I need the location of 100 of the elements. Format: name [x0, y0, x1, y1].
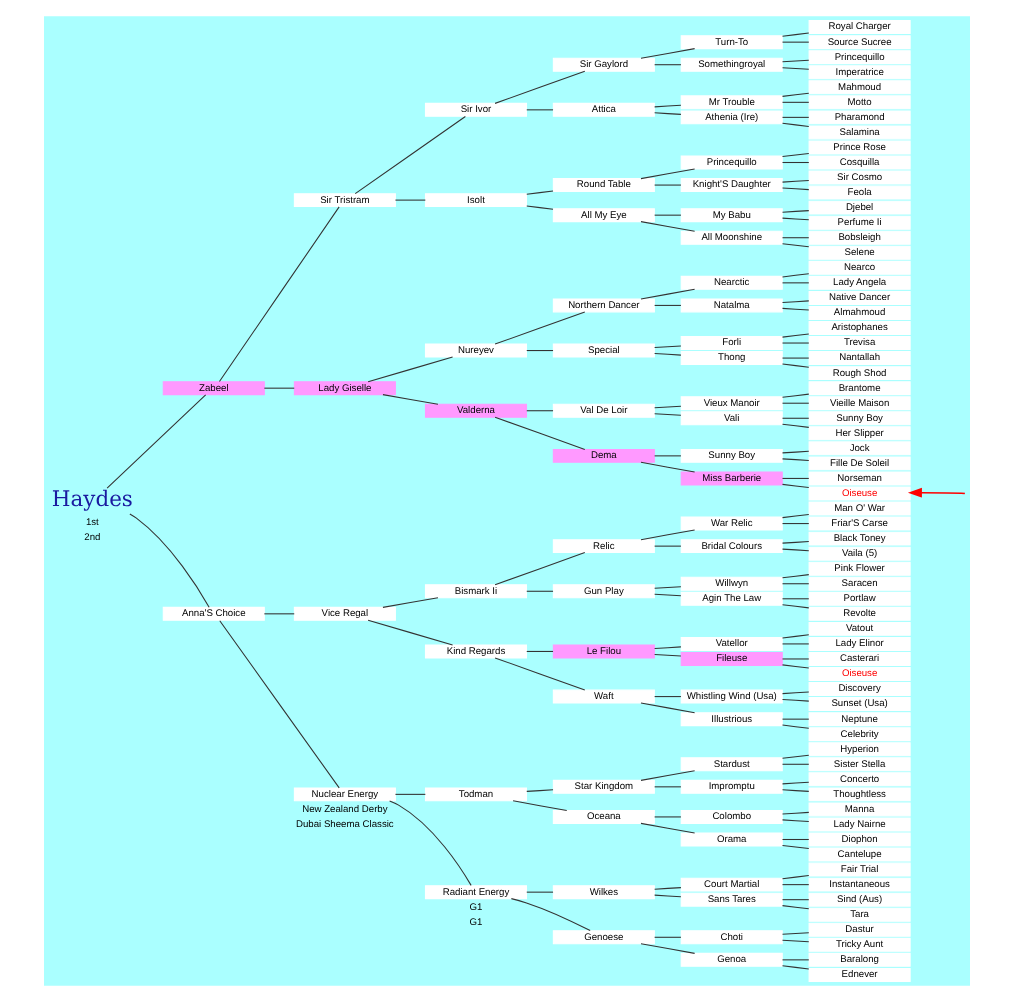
connector: [382, 394, 439, 405]
connector: [781, 67, 810, 70]
connector: [781, 643, 810, 645]
connector: [781, 965, 810, 970]
connector: [640, 168, 696, 180]
connector: [781, 101, 810, 103]
connector: [526, 650, 554, 652]
connector: [781, 875, 810, 880]
connector: [510, 898, 591, 932]
connector: [781, 789, 810, 792]
connector: [654, 887, 682, 890]
connector: [781, 273, 810, 278]
connector: [781, 699, 810, 702]
connector: [781, 598, 810, 600]
connector: [654, 413, 682, 416]
connector: [781, 237, 810, 239]
connector: [218, 206, 340, 382]
connector: [382, 597, 439, 608]
connector: [219, 620, 340, 789]
connector: [781, 210, 810, 213]
connector: [781, 41, 810, 43]
connector: [654, 214, 682, 216]
connector: [781, 884, 810, 886]
connector: [106, 394, 207, 489]
connector: [654, 405, 682, 409]
connector: [654, 894, 682, 898]
connector: [640, 822, 696, 834]
connector: [781, 574, 810, 579]
connector: [781, 724, 810, 729]
connector: [654, 455, 682, 457]
connector: [654, 936, 682, 938]
connector: [781, 59, 810, 63]
connector: [781, 423, 810, 428]
connector: [781, 307, 810, 311]
connector: [781, 959, 810, 961]
connector: [781, 417, 810, 419]
connector: [781, 32, 810, 37]
connector: [640, 529, 696, 541]
connector: [640, 461, 696, 473]
connector: [781, 754, 810, 759]
connector: [494, 657, 586, 691]
connector: [781, 763, 810, 765]
connector: [654, 184, 682, 186]
connector: [263, 613, 295, 615]
arrow: [907, 487, 966, 498]
connector: [781, 217, 810, 221]
connector: [781, 838, 810, 841]
connector: [640, 48, 696, 59]
connector: [654, 353, 682, 356]
connector: [781, 357, 810, 359]
connector: [526, 891, 554, 893]
connector: [654, 304, 682, 306]
connector: [526, 590, 554, 592]
connector: [781, 92, 810, 97]
connector: [781, 180, 810, 183]
connector: [781, 458, 810, 461]
connector: [654, 696, 682, 698]
connector: [781, 819, 810, 822]
connector: [494, 311, 586, 345]
node-text: Haydes: [51, 486, 133, 513]
connector: [781, 152, 810, 158]
connector: [654, 64, 682, 66]
connector: [526, 205, 554, 210]
connector: [781, 342, 810, 344]
connector: [640, 943, 696, 954]
connector: [781, 541, 810, 544]
connector: [389, 800, 472, 886]
connector: [781, 523, 810, 525]
connector: [781, 116, 810, 118]
connector: [526, 109, 554, 111]
connector: [654, 646, 682, 649]
connector: [781, 363, 810, 368]
connector: [367, 356, 454, 383]
connector: [781, 282, 810, 284]
connector: [526, 410, 554, 412]
connector: [494, 552, 586, 586]
connector: [781, 658, 810, 660]
connector: [494, 70, 586, 104]
connector: [781, 634, 810, 639]
connector: [526, 190, 554, 195]
connector: [781, 450, 810, 454]
connector: [494, 416, 586, 450]
connector: [640, 221, 696, 232]
connector: [781, 811, 810, 815]
connector: [781, 243, 810, 248]
connector: [654, 345, 682, 349]
connector: [781, 939, 810, 943]
connector: [263, 387, 295, 389]
connector: [367, 619, 454, 646]
connector: [526, 789, 554, 792]
connector: [129, 513, 210, 608]
connector: [781, 393, 810, 398]
connector: [526, 350, 554, 352]
connector: [781, 161, 810, 164]
connector: [654, 112, 682, 115]
connector: [781, 781, 810, 785]
connector: [654, 586, 682, 589]
connector: [512, 800, 568, 811]
connector: [781, 604, 810, 609]
connector: [781, 300, 810, 303]
